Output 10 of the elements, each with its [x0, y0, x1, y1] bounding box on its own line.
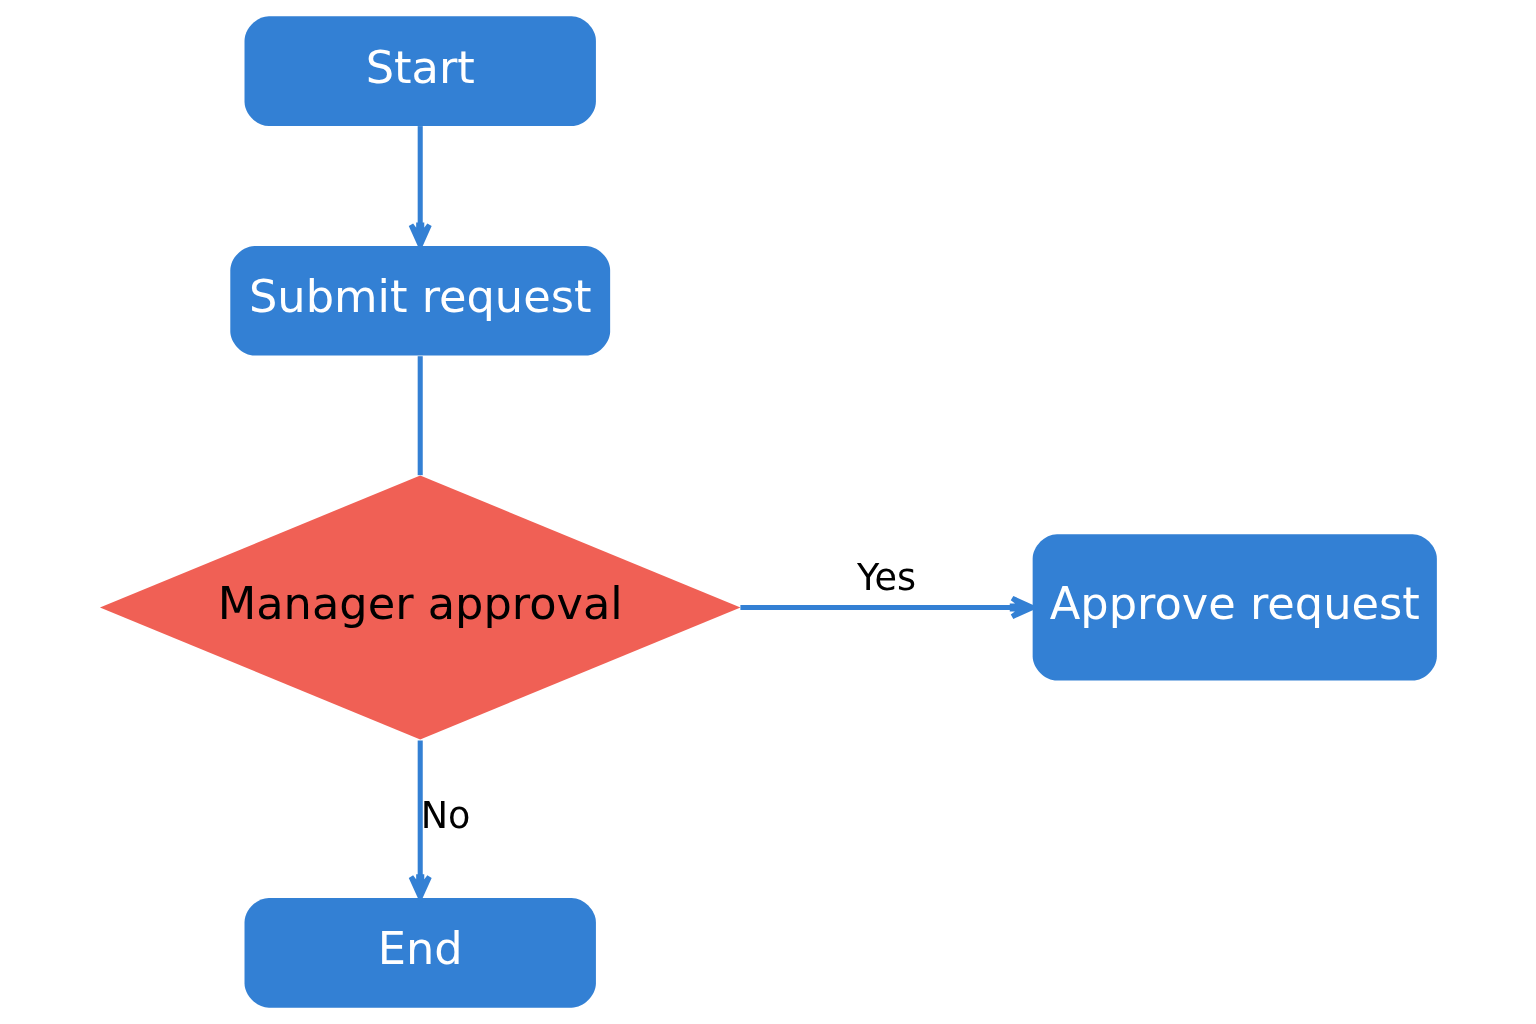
node-box: Approve request: [1032, 534, 1437, 681]
node-box: Submit request: [229, 245, 610, 356]
edge-label: Yes: [856, 556, 916, 599]
edge-label: No: [420, 793, 470, 837]
node-box: Start: [244, 16, 596, 127]
node-box: End: [244, 897, 596, 1008]
connector: [417, 356, 423, 476]
arrow: [408, 126, 432, 248]
arrow: [408, 740, 432, 900]
node-diamond: Manager approval: [99, 475, 740, 740]
